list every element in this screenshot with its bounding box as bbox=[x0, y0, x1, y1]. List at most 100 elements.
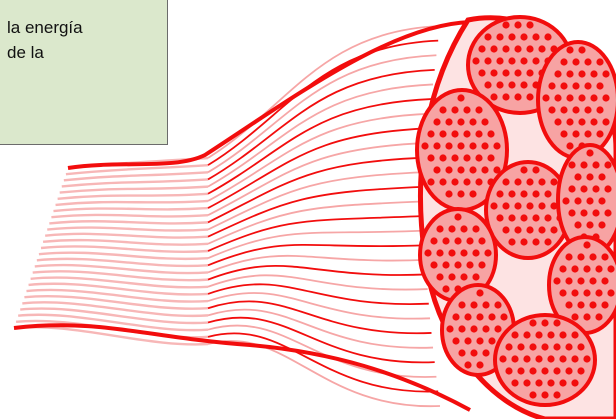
muscle-fiber-dot bbox=[439, 130, 446, 137]
note-line-2: de la bbox=[7, 40, 167, 65]
muscle-fiber-dot bbox=[565, 253, 572, 260]
muscle-fiber-dot bbox=[427, 154, 434, 161]
muscle-fiber-dot bbox=[598, 173, 605, 180]
muscle-fiber-dot bbox=[502, 93, 509, 100]
muscle-fiber-dot bbox=[430, 261, 437, 268]
muscle-fiber-dot bbox=[445, 118, 452, 125]
muscle-fiber-dot bbox=[572, 130, 579, 137]
muscle-fiber-dot bbox=[607, 289, 614, 296]
muscle-fiber-dot bbox=[578, 94, 585, 101]
muscle-fiber-dot bbox=[463, 154, 470, 161]
tendon-fiber bbox=[41, 246, 208, 251]
muscle-fiber-dot bbox=[577, 367, 584, 374]
muscle-fiber-dot bbox=[566, 70, 573, 77]
muscle-fiber-dot bbox=[457, 118, 464, 125]
muscle-fiber-dot bbox=[553, 319, 560, 326]
muscle-fiber-dot bbox=[590, 70, 597, 77]
muscle-fiber-dot bbox=[568, 161, 575, 168]
muscle-fiber-dot bbox=[532, 214, 539, 221]
muscle-fiber-dot bbox=[592, 161, 599, 168]
muscle-fiber-dot bbox=[433, 166, 440, 173]
tendon-fibers bbox=[14, 158, 208, 344]
muscle-fiber-dot bbox=[584, 58, 591, 65]
muscle-fiber-dot bbox=[442, 237, 449, 244]
muscle-fiber-dot bbox=[478, 237, 485, 244]
muscle-fiber-dot bbox=[601, 277, 608, 284]
muscle-fiber-dot bbox=[445, 142, 452, 149]
muscle-fiber-dot bbox=[559, 379, 566, 386]
tendon-fiber bbox=[49, 221, 208, 223]
muscle-fiber-dot bbox=[523, 379, 530, 386]
muscle-fiber-dot bbox=[566, 118, 573, 125]
muscle-fiber-dot bbox=[436, 225, 443, 232]
muscle-fiber-dot bbox=[529, 319, 536, 326]
muscle-fiber-dot bbox=[458, 349, 465, 356]
muscle-fiber-dot bbox=[590, 94, 597, 101]
muscle-fiber-dot bbox=[535, 379, 542, 386]
muscle-fiber-dot bbox=[460, 249, 467, 256]
muscle-fiber-dot bbox=[529, 391, 536, 398]
muscle-fiber-dot bbox=[560, 58, 567, 65]
muscle-fiber-dot bbox=[565, 343, 572, 350]
muscle-fiber-dot bbox=[560, 130, 567, 137]
fascicle bbox=[495, 315, 595, 405]
muscle-fiber-dot bbox=[596, 58, 603, 65]
muscle-fiber-dot bbox=[541, 343, 548, 350]
muscle-fiber-dot bbox=[550, 226, 557, 233]
muscle-fiber-dot bbox=[535, 331, 542, 338]
muscle-fiber-dot bbox=[577, 301, 584, 308]
muscle-fiber-dot bbox=[469, 118, 476, 125]
muscle-fiber-dot bbox=[565, 301, 572, 308]
muscle-fiber-dot bbox=[514, 69, 521, 76]
muscle-fiber-dot bbox=[529, 343, 536, 350]
muscle-fiber-dot bbox=[572, 58, 579, 65]
muscle-fiber-dot bbox=[577, 343, 584, 350]
muscle-fiber-dot bbox=[472, 57, 479, 64]
muscle-fiber-dot bbox=[466, 261, 473, 268]
muscle-fiber-dot bbox=[472, 225, 479, 232]
muscle-fiber-dot bbox=[526, 178, 533, 185]
muscle-fiber-dot bbox=[571, 331, 578, 338]
muscle-fiber-dot bbox=[553, 391, 560, 398]
muscle-fiber-dot bbox=[583, 355, 590, 362]
muscle-fiber-dot bbox=[452, 337, 459, 344]
muscle-fiber-dot bbox=[541, 319, 548, 326]
muscle-fiber-dot bbox=[433, 142, 440, 149]
muscle-fiber-dot bbox=[580, 185, 587, 192]
muscle-fiber-dot bbox=[464, 361, 471, 368]
muscle-fiber-dot bbox=[439, 178, 446, 185]
muscle-fiber-dot bbox=[475, 130, 482, 137]
muscle-fiber-dot bbox=[514, 178, 521, 185]
tendon-fiber bbox=[62, 179, 208, 186]
muscle-fiber-dot bbox=[445, 166, 452, 173]
muscle-lower-edge bbox=[14, 325, 470, 410]
muscle-fiber-dot bbox=[580, 161, 587, 168]
muscle-fiber-dot bbox=[511, 379, 518, 386]
muscle-fiber-dot bbox=[494, 325, 501, 332]
muscle-fiber-dot bbox=[574, 197, 581, 204]
muscle-fiber-dot bbox=[481, 142, 488, 149]
muscle-fiber-dot bbox=[448, 225, 455, 232]
muscle-fiber-dot bbox=[596, 106, 603, 113]
muscle-fiber-dot bbox=[583, 313, 590, 320]
tendon-fiber bbox=[43, 240, 208, 245]
muscle-fiber-dot bbox=[484, 57, 491, 64]
muscle-fiber-dot bbox=[553, 367, 560, 374]
muscle-fiber-dot bbox=[544, 214, 551, 221]
muscle-fiber-dot bbox=[481, 166, 488, 173]
muscle-fiber-dot bbox=[602, 94, 609, 101]
muscle-fiber-dot bbox=[566, 46, 573, 53]
muscle-fiber-dot bbox=[583, 289, 590, 296]
muscle-fiber-dot bbox=[514, 202, 521, 209]
muscle-fiber-dot bbox=[602, 118, 609, 125]
note-line-1: la energía bbox=[7, 15, 167, 40]
muscle-fibers bbox=[208, 26, 440, 406]
muscle-fiber-dot bbox=[592, 209, 599, 216]
muscle-fiber-dot bbox=[560, 106, 567, 113]
tendon-fiber bbox=[60, 187, 208, 193]
muscle-fiber-dot bbox=[568, 209, 575, 216]
muscle-fiber-dot bbox=[526, 226, 533, 233]
muscle-fiber-dot bbox=[505, 367, 512, 374]
muscle-fiber-dot bbox=[544, 33, 551, 40]
muscle-fiber-dot bbox=[520, 81, 527, 88]
